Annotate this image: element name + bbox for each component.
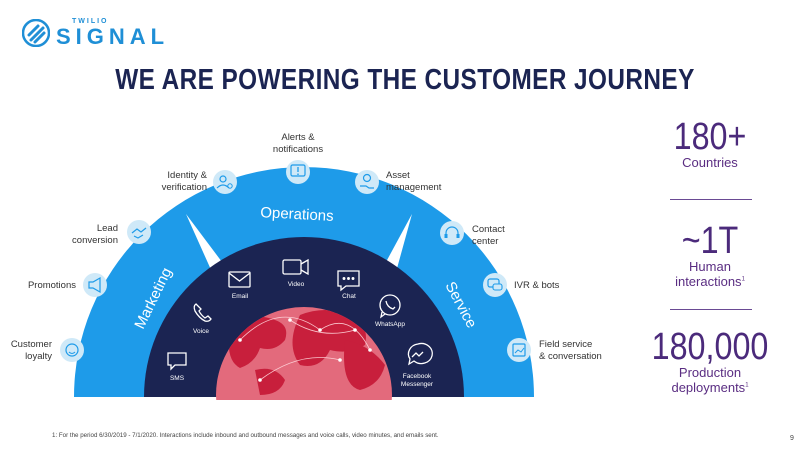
label-ivr-bots: IVR & bots <box>514 280 560 291</box>
label-asset-management: Asset management <box>386 170 442 193</box>
stats-panel-3: 180,000 Production deployments1 <box>640 328 780 396</box>
channel-label-video: Video <box>287 281 305 288</box>
video-icon <box>282 258 309 276</box>
outer-icons <box>60 160 531 362</box>
chatbot-icon <box>483 273 507 297</box>
chat-icon <box>337 270 360 292</box>
slide-title: WE ARE POWERING THE CUSTOMER JOURNEY <box>115 64 695 96</box>
label-identity-verification: Identity & verification <box>161 170 207 193</box>
label-customer-loyalty: Customer loyalty <box>10 339 52 362</box>
label-lead-conversion: Lead conversion <box>72 223 118 246</box>
stat-interactions-footnote: 1 <box>741 276 745 283</box>
stats-panel-2: ~1T Human interactions1 <box>650 222 770 290</box>
stat-countries-value: 180+ <box>673 116 747 158</box>
label-contact-center: Contact center <box>472 224 505 247</box>
stat-deployments-footnote: 1 <box>745 382 749 389</box>
channel-label-sms: SMS <box>169 375 185 382</box>
stat-interactions-value: ~1T <box>681 220 739 262</box>
stats-panel: 180+ Countries <box>650 118 770 171</box>
stats-divider-2 <box>670 309 752 310</box>
alert-icon <box>286 160 310 184</box>
channel-label-whatsapp: WhatsApp <box>375 321 405 328</box>
signal-logo-icon <box>22 19 50 47</box>
megaphone-icon <box>83 273 107 297</box>
label-promotions: Promotions <box>27 280 76 291</box>
channel-label-voice: Voice <box>193 328 209 335</box>
headset-icon <box>440 221 464 245</box>
stat-deployments-label-wrap: Production deployments1 <box>640 365 780 396</box>
asset-icon <box>355 170 379 194</box>
channel-label-chat: Chat <box>342 293 356 300</box>
sms-icon <box>167 352 187 371</box>
twilio-signal-logo: TWILIO SIGNAL <box>22 18 169 48</box>
stat-deployments-value: 180,000 <box>651 326 769 368</box>
stat-interactions-label: Human interactions <box>675 259 742 289</box>
logo-big-text: SIGNAL <box>56 24 170 49</box>
stat-deployments-label: Production deployments <box>671 365 746 395</box>
smile-icon <box>60 338 84 362</box>
label-alerts-notifications: Alerts & notifications <box>272 132 324 155</box>
field-service-icon <box>507 338 531 362</box>
arc-separator-left <box>186 214 222 272</box>
handshake-icon <box>127 220 151 244</box>
arc-separator-right <box>386 214 412 272</box>
phone-icon <box>193 303 212 322</box>
stat-countries-label: Countries <box>682 155 738 170</box>
channel-label-messenger: Facebook Messenger <box>400 373 434 389</box>
footnote: 1: For the period 6/30/2019 - 7/1/2020. … <box>52 432 439 439</box>
stat-interactions-label-wrap: Human interactions1 <box>650 259 770 290</box>
label-field-service: Field service & conversation <box>539 339 602 362</box>
email-icon <box>228 271 251 288</box>
arc-label-operations: Operations <box>260 204 334 225</box>
channel-label-email: Email <box>231 293 249 300</box>
messenger-icon <box>407 342 433 366</box>
page-number: 9 <box>790 435 794 442</box>
whatsapp-icon <box>379 294 401 319</box>
stats-divider-1 <box>670 199 752 200</box>
user-verify-icon <box>213 170 237 194</box>
logo-small-text: TWILIO <box>72 18 109 25</box>
